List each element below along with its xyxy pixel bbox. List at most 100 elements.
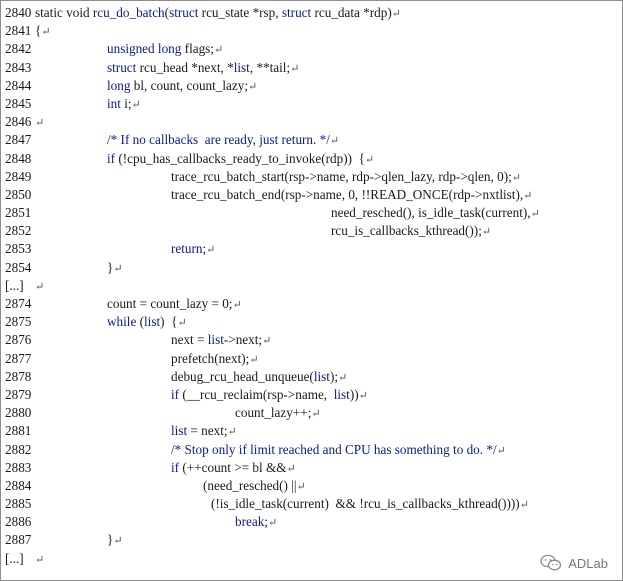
- keyword-token: /* Stop only if limit reached and CPU ha…: [171, 441, 497, 457]
- code-token: , **tail;: [249, 59, 291, 75]
- return-mark: ↵: [296, 480, 306, 493]
- code-token: rcu_head *next, *: [136, 59, 234, 75]
- wechat-icon: [540, 554, 562, 571]
- code-token: ->next;: [223, 332, 263, 348]
- return-mark: ↵: [290, 62, 300, 75]
- return-mark: ↵: [530, 208, 540, 221]
- code-text: static void rcu_do_batch(struct rcu_stat…: [35, 4, 401, 23]
- keyword-token: int: [107, 95, 121, 111]
- code-text: debug_rcu_head_unqueue(list);↵: [171, 368, 347, 387]
- return-mark: ↵: [262, 335, 272, 348]
- code-token: ) {: [160, 314, 178, 330]
- return-mark: ↵: [248, 80, 258, 93]
- code-text: ↵: [35, 550, 44, 569]
- line-number: 2841: [5, 23, 32, 39]
- line-number: 2884: [5, 477, 32, 493]
- code-line: 2881 list = next;↵: [5, 422, 618, 440]
- return-mark: ↵: [519, 499, 529, 512]
- code-line: 2879 if (__rcu_reclaim(rsp->name, list))↵: [5, 386, 618, 404]
- code-token: );: [329, 368, 338, 384]
- line-number: 2845: [5, 95, 32, 111]
- return-mark: ↵: [35, 117, 45, 130]
- code-line: 2847/* If no callbacks are ready, just r…: [5, 131, 618, 149]
- line-number: 2881: [5, 423, 32, 439]
- code-line: 2880 count_lazy++;↵: [5, 404, 618, 422]
- code-token: rcu_is_callbacks_kthread());: [331, 223, 482, 239]
- line-number: 2887: [5, 532, 32, 548]
- code-text: struct rcu_head *next, *list, **tail;↵: [107, 59, 299, 78]
- line-number: 2846: [5, 114, 32, 130]
- code-token: static void: [35, 5, 93, 20]
- code-token: need_resched(), is_idle_task(current),: [331, 205, 531, 221]
- keyword-token: list: [207, 332, 224, 348]
- keyword-token: list: [144, 314, 161, 330]
- code-text: trace_rcu_batch_end(rsp->name, 0, !!READ…: [171, 186, 532, 205]
- code-text: unsigned long flags;↵: [107, 40, 223, 59]
- line-number: 2842: [5, 41, 32, 57]
- return-mark: ↵: [177, 317, 187, 330]
- line-number: 2848: [5, 150, 32, 166]
- code-token: = next;: [187, 423, 228, 439]
- code-token: rcu_data *rdp): [311, 5, 392, 20]
- code-text: if (!cpu_has_callbacks_ready_to_invoke(r…: [107, 150, 374, 169]
- line-number: 2847: [5, 132, 32, 148]
- return-mark: ↵: [523, 189, 533, 202]
- line-number: 2854: [5, 259, 32, 275]
- code-text: next = list->next;↵: [171, 331, 271, 350]
- keyword-token: struct: [169, 5, 199, 20]
- code-token: (__rcu_reclaim(rsp->name,: [179, 386, 334, 402]
- line-number: 2874: [5, 296, 32, 311]
- line-number: 2882: [5, 441, 32, 457]
- return-mark: ↵: [338, 371, 348, 384]
- line-number: 2885: [5, 496, 32, 512]
- code-text: long bl, count, count_lazy;↵: [107, 77, 257, 96]
- keyword-token: if: [171, 386, 180, 402]
- keyword-token: list: [313, 368, 330, 384]
- code-text: prefetch(next);↵: [171, 350, 259, 369]
- return-mark: ↵: [35, 280, 45, 293]
- return-mark: ↵: [41, 26, 51, 39]
- code-token: i;: [120, 95, 132, 111]
- code-text: while (list) {↵: [107, 313, 187, 332]
- code-line: 2884(need_resched() ||↵: [5, 477, 618, 495]
- code-token: flags;: [181, 41, 214, 57]
- code-text: rcu_is_callbacks_kthread());↵: [331, 222, 491, 241]
- line-number: 2880: [5, 405, 32, 421]
- return-mark: ↵: [481, 226, 492, 239]
- code-line: 2841{↵: [5, 22, 618, 40]
- code-token: (!cpu_has_callbacks_ready_to_invoke(rdp)…: [115, 150, 365, 166]
- code-text: list = next;↵: [171, 422, 237, 441]
- watermark-label: ADLab: [568, 555, 608, 571]
- code-line: 2874 count = count_lazy = 0;↵: [5, 295, 618, 313]
- watermark: ADLab: [540, 554, 608, 572]
- line-number: 2879: [5, 386, 32, 402]
- code-line: 2854}↵: [5, 259, 618, 277]
- return-mark: ↵: [511, 171, 521, 184]
- code-line: [...]↵: [5, 550, 618, 568]
- code-text: count_lazy++;↵: [235, 404, 321, 423]
- return-mark: ↵: [232, 299, 242, 311]
- code-token: }: [107, 259, 114, 275]
- code-text: count = count_lazy = 0;↵: [107, 295, 242, 314]
- code-line: 2882 /* Stop only if limit reached and CP…: [5, 441, 618, 459]
- code-token: next =: [171, 332, 208, 348]
- keyword-token: rcu_do_batch: [92, 5, 165, 20]
- code-text: /* Stop only if limit reached and CPU ha…: [171, 441, 506, 460]
- code-token: (: [164, 5, 170, 20]
- code-token: count_lazy++;: [235, 405, 312, 421]
- line-number: 2844: [5, 77, 32, 93]
- code-token: )): [349, 386, 359, 402]
- code-text: if (__rcu_reclaim(rsp->name, list))↵: [171, 386, 368, 405]
- keyword-token: long: [107, 77, 131, 93]
- code-text: int i;↵: [107, 95, 141, 114]
- code-line: 2845 int i;↵: [5, 95, 618, 113]
- keyword-token: list: [171, 423, 188, 439]
